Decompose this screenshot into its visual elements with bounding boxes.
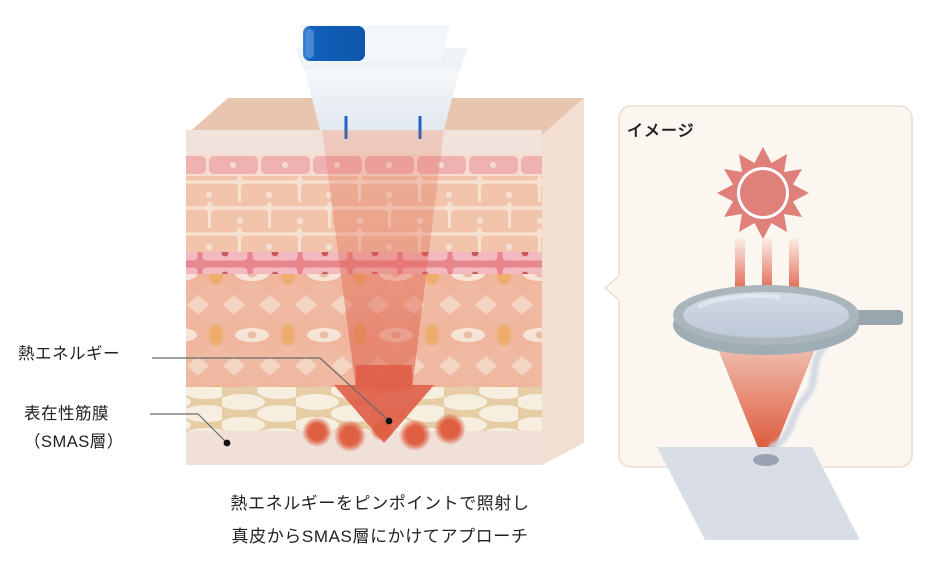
device-cap-highlight (306, 29, 314, 58)
skin-right-face (542, 98, 584, 465)
impact-point (753, 454, 779, 466)
sun-core (740, 170, 786, 216)
device-body (304, 67, 460, 130)
label-heat-energy: 熱エネルギー (18, 345, 120, 363)
smoke-wisp-icon (768, 341, 830, 451)
magnifying-glass-icon (673, 285, 903, 355)
leader-lines (150, 357, 393, 447)
leader-endpoint-heat-energy (385, 417, 393, 425)
sun-icon (717, 147, 809, 239)
caption-line-2: 真皮からSMAS層にかけてアプローチ (231, 527, 529, 546)
heat-dot (434, 413, 466, 445)
leader-line-smas (150, 413, 228, 444)
label-smas-line2: （SMAS層） (24, 433, 124, 451)
heat-dot (399, 419, 431, 451)
focused-beam-cone (707, 322, 826, 460)
image-panel (603, 105, 913, 540)
lens-highlight (698, 293, 780, 308)
panel-title: イメージ (627, 123, 695, 140)
beam-cone (322, 130, 444, 390)
heat-dot (302, 417, 332, 447)
device-handpiece (296, 25, 468, 139)
leader-endpoint-smas (223, 439, 231, 447)
device-blue-cap (303, 26, 365, 61)
label-smas-line1: 表在性筋膜 (24, 405, 109, 423)
caption-line-1: 熱エネルギーをピンポイントで照射し (230, 494, 530, 513)
leader-line-heat-energy (152, 357, 390, 422)
energy-beam (322, 130, 444, 443)
target-plane (657, 447, 860, 540)
heat-dot (334, 420, 366, 452)
beam-arrowhead (334, 365, 434, 443)
lens-glass (683, 292, 849, 338)
